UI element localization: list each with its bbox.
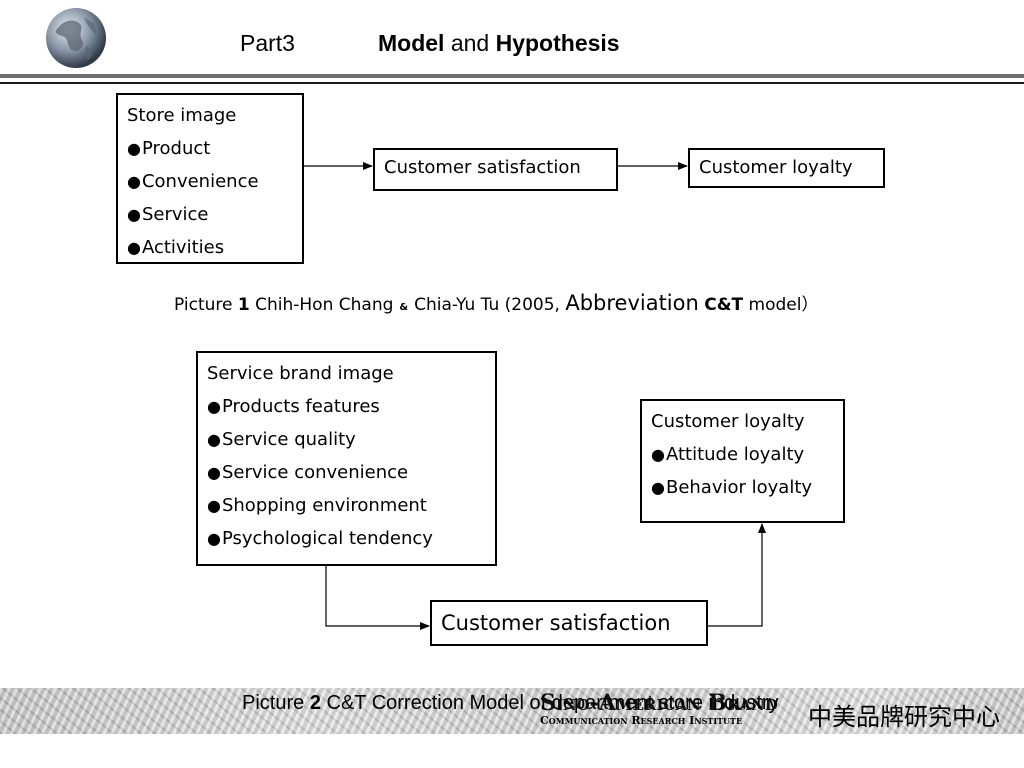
satisfaction-label-2: Customer satisfaction	[441, 611, 671, 635]
service-brand-image-box: Service brand image Products features Se…	[196, 351, 497, 566]
store-image-box: Store image Product Convenience Service …	[116, 93, 304, 264]
caption1-abbreviation: Abbreviation	[565, 291, 699, 315]
loyalty-item-attitude: Attitude loyalty	[651, 438, 843, 471]
loyalty-item-behavior: Behavior loyalty	[651, 471, 843, 504]
store-item-activities: Activities	[127, 231, 302, 264]
brand-item-service-convenience: Service convenience	[207, 456, 495, 489]
title-word-model: Model	[378, 30, 445, 56]
caption2-number: 2	[309, 692, 321, 714]
loyalty-label-1: Customer loyalty	[699, 157, 853, 178]
title-word-hypothesis: Hypothesis	[495, 30, 620, 56]
caption1-prefix: Picture	[174, 295, 238, 315]
brand-item-shopping-environment: Shopping environment	[207, 489, 495, 522]
org-name-chinese: 中美品牌研究中心	[808, 703, 1000, 731]
org-name-english-sub: Communication Research Institute	[540, 714, 743, 727]
store-item-convenience: Convenience	[127, 165, 302, 198]
caption1-model-name: C&T	[704, 295, 744, 315]
picture-2-caption: Picture 2 C&T Correction Model of depart…	[242, 692, 779, 715]
page-title: Model and Hypothesis	[378, 30, 620, 57]
footer-marble-band	[0, 688, 1024, 734]
store-item-service: Service	[127, 198, 302, 231]
arrow-satisfaction-to-loyalty-2	[706, 523, 766, 627]
globe-logo-icon	[46, 8, 106, 68]
store-image-title: Store image	[127, 105, 237, 126]
title-word-and: and	[444, 30, 496, 56]
loyalty-box-2: Customer loyalty Attitude loyalty Behavi…	[640, 399, 845, 523]
caption1-suffix: model）	[743, 295, 819, 315]
picture-1-caption: Picture 1 Chih-Hon Chang&Chia-Yu Tu (200…	[174, 290, 818, 315]
arrow-brand-to-satisfaction	[325, 563, 430, 630]
satisfaction-label-1: Customer satisfaction	[384, 157, 581, 178]
satisfaction-box-2: Customer satisfaction	[430, 600, 708, 646]
caption1-number: 1	[237, 295, 250, 315]
loyalty-box-2-title: Customer loyalty	[651, 411, 805, 432]
header-divider-thin	[0, 82, 1024, 84]
caption1-author2: Chia-Yu Tu (2005,	[414, 295, 566, 315]
loyalty-box-1: Customer loyalty	[688, 148, 885, 188]
brand-item-service-quality: Service quality	[207, 423, 495, 456]
org-name-english: Sino-American Brand	[540, 690, 778, 716]
satisfaction-box-1: Customer satisfaction	[373, 148, 618, 191]
caption1-author1: Chih-Hon Chang	[249, 295, 394, 315]
service-brand-title: Service brand image	[207, 363, 394, 384]
store-item-product: Product	[127, 132, 302, 165]
brand-item-psychological-tendency: Psychological tendency	[207, 522, 495, 555]
header-divider-thick	[0, 74, 1024, 78]
brand-item-products-features: Products features	[207, 390, 495, 423]
caption2-text: C&T Correction Model of department store…	[320, 692, 779, 714]
caption1-ampersand: &	[399, 302, 409, 313]
caption2-prefix: Picture	[242, 692, 310, 714]
part-label: Part3	[240, 30, 295, 56]
